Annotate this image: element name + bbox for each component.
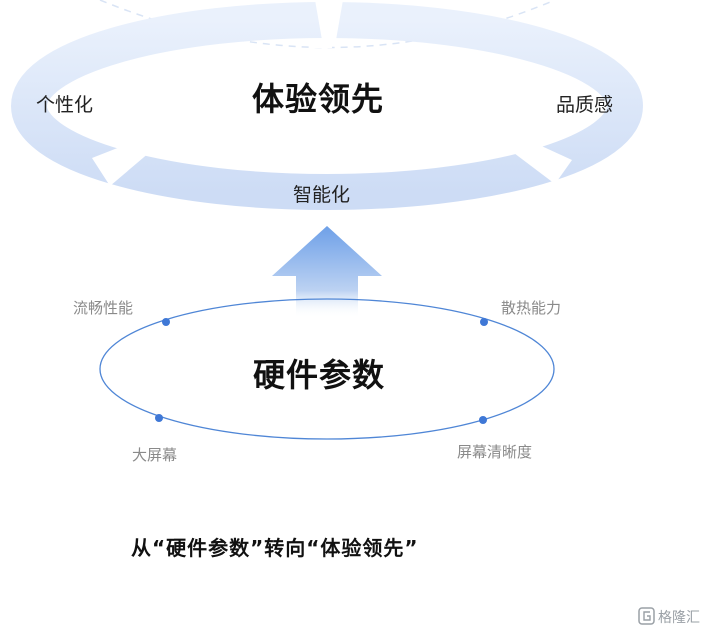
caption: 从“硬件参数”转向“体验领先” [131, 536, 419, 560]
up-arrow [272, 226, 382, 318]
ring-gap-top [315, 0, 343, 40]
experience-lead-title: 体验领先 [252, 80, 385, 118]
dot-bottom-right [479, 416, 487, 424]
top-ring [11, 0, 643, 210]
screen-clarity-label: 屏幕清晰度 [457, 443, 533, 461]
ring-gap-right [510, 138, 572, 184]
ring-gap-left [92, 140, 150, 186]
intelligence-label: 智能化 [293, 184, 351, 206]
hardware-params-title: 硬件参数 [253, 356, 386, 394]
smooth-performance-label: 流畅性能 [73, 299, 134, 317]
dot-top-right [480, 318, 488, 326]
watermark-g-glyph [643, 611, 651, 621]
watermark-text: 格隆汇 [658, 610, 700, 626]
dot-bottom-left [155, 414, 163, 422]
quality-label: 品质感 [556, 94, 614, 116]
large-screen-label: 大屏幕 [132, 446, 178, 464]
personalization-label: 个性化 [36, 94, 94, 116]
watermark-logo-icon [638, 607, 655, 625]
hardware-ellipse [99, 298, 555, 440]
dot-top-left [162, 318, 170, 326]
cooling-capability-label: 散热能力 [501, 299, 562, 317]
